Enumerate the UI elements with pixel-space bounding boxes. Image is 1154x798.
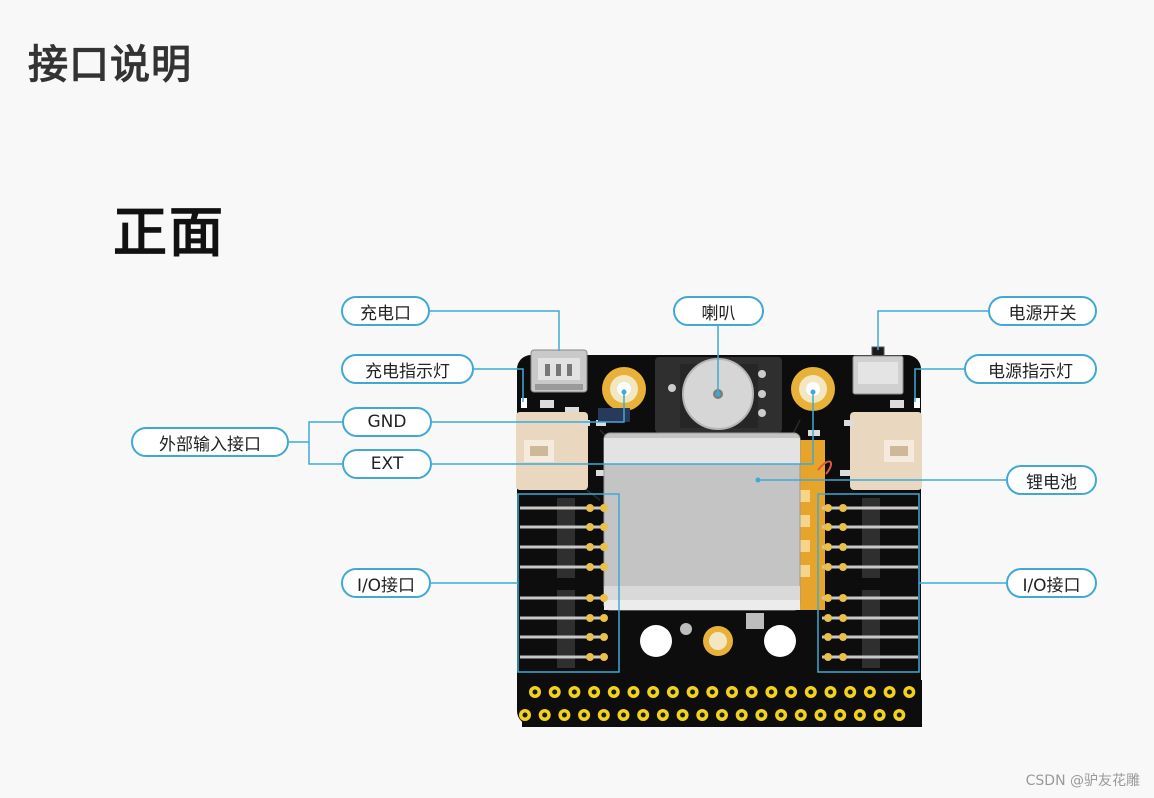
label-ext: EXT (342, 449, 432, 479)
header-pin-hole (847, 689, 853, 695)
header-pin-hole (670, 689, 676, 695)
label-external-input: 外部输入接口 (131, 427, 289, 457)
header-pin-hole (906, 689, 912, 695)
header-pin-hole (828, 689, 833, 695)
gnd-pad (602, 367, 646, 411)
label-charge-indicator: 充电指示灯 (341, 354, 474, 384)
header-pin-hole (709, 689, 715, 695)
label-charge-port: 充电口 (341, 296, 430, 326)
header-pin-hole (690, 689, 696, 695)
header-pin-hole (837, 712, 843, 718)
ic-chip (598, 408, 630, 422)
header-pin-hole (778, 712, 784, 718)
header-pin-hole (749, 689, 755, 695)
header-pin-hole (542, 712, 548, 718)
ext-pad (791, 367, 835, 411)
header-pin-hole (650, 689, 656, 695)
header-pin-hole (640, 712, 646, 718)
callout-dots (621, 389, 816, 483)
mounting-hole (764, 625, 796, 657)
header-pin-hole (561, 712, 567, 718)
label-gnd: GND (342, 407, 432, 437)
header-pin-hole (611, 689, 617, 695)
io-pins-left (520, 498, 608, 668)
header-pin-hole (818, 712, 823, 718)
header-pin-hole (581, 712, 587, 718)
label-io-left: I/O接口 (341, 568, 431, 598)
header-pins (519, 680, 922, 727)
callout-lines (289, 310, 1006, 584)
smd-part (540, 400, 554, 408)
smd-part (565, 407, 579, 415)
header-pin-hole (808, 689, 814, 695)
header-pin-hole (758, 712, 764, 718)
header-pin-hole (857, 712, 863, 718)
header-pin-hole (729, 689, 735, 695)
small-pad (680, 623, 692, 635)
charge-led (521, 398, 527, 408)
mounting-hole (640, 625, 672, 657)
label-power-indicator: 电源指示灯 (964, 354, 1097, 384)
lithium-battery (603, 432, 801, 611)
external-input-connector-right (850, 412, 922, 490)
smd-part (746, 613, 764, 629)
watermark: CSDN @驴友花雕 (1025, 773, 1140, 789)
header-pin-hole (699, 712, 705, 718)
label-power-switch: 电源开关 (988, 296, 1097, 326)
header-pin-hole (522, 712, 528, 718)
external-input-connector-left (516, 412, 588, 490)
header-pin-hole (631, 689, 636, 695)
header-pin-hole (887, 689, 893, 695)
smd-part (890, 400, 904, 408)
header-pin-hole (867, 689, 873, 695)
header-pin-hole (591, 689, 597, 695)
header-pin-hole (621, 712, 626, 718)
header-pin-hole (719, 712, 725, 718)
header-pin-hole (552, 689, 558, 695)
header-pin-hole (896, 712, 902, 718)
smd-parts (580, 420, 854, 476)
label-io-right: I/O接口 (1006, 568, 1097, 598)
header-pin-hole (660, 712, 666, 718)
charge-port (530, 349, 588, 393)
header-pin-hole (571, 689, 577, 695)
label-battery: 锂电池 (1006, 465, 1097, 495)
header-pin-hole (768, 689, 774, 695)
header-pin-hole (532, 689, 538, 695)
header-pin-hole (798, 712, 804, 718)
page-title: 接口说明 (28, 42, 192, 88)
header-pin-hole (680, 712, 686, 718)
label-speaker: 喇叭 (673, 296, 764, 326)
power-led (914, 398, 920, 408)
header-pin-hole (601, 712, 607, 718)
section-title: 正面 (113, 201, 225, 264)
header-pin-hole (739, 712, 745, 718)
power-switch (852, 346, 904, 395)
header-pin-hole (877, 712, 883, 718)
io-pins-right (822, 498, 918, 668)
header-pin-hole (788, 689, 794, 695)
